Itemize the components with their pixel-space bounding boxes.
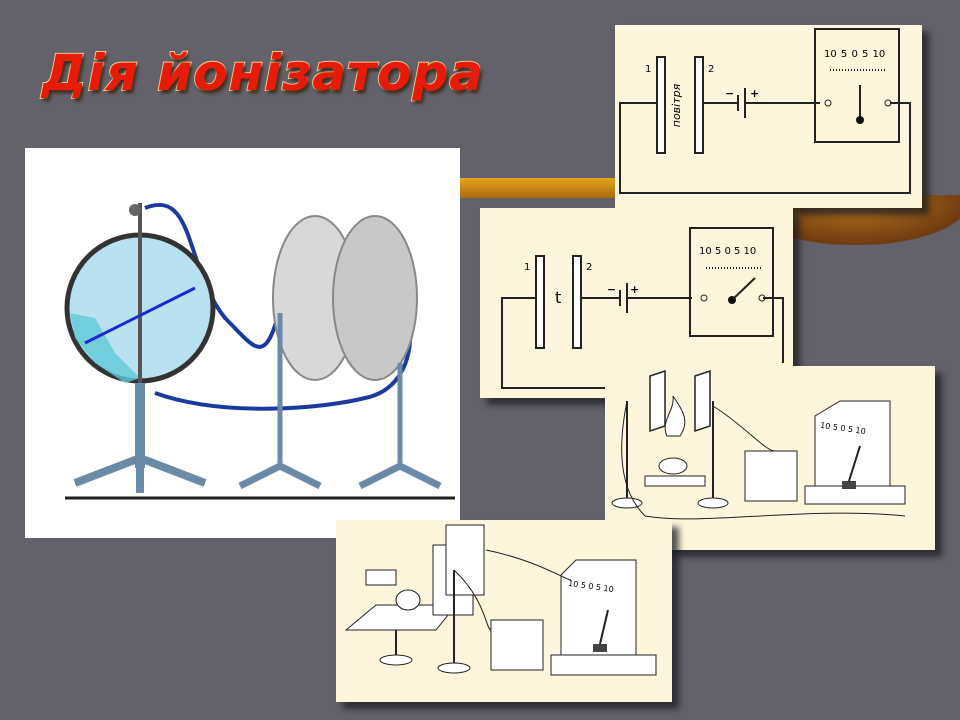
plate-1-label: 1 xyxy=(524,262,531,273)
decorative-gold-bar xyxy=(455,178,635,198)
battery-plus: + xyxy=(750,87,760,100)
circuit-air-panel: 1 2 повітря − + 10 5 0 5 10 xyxy=(615,25,922,208)
slide-title: Дія йонізатора xyxy=(41,43,484,103)
battery-plus: + xyxy=(630,283,640,296)
ionizer-setup-panel: 10 5 0 5 10 xyxy=(336,520,672,702)
gap-label: повітря xyxy=(670,83,684,128)
flame-setup-panel: 10 5 0 5 10 xyxy=(605,366,935,550)
gap-label: t xyxy=(555,288,562,307)
plate-2-label: 2 xyxy=(708,64,715,75)
plate-2-label: 2 xyxy=(586,262,593,273)
meter-scale: 10 5 0 5 10 xyxy=(824,49,886,60)
battery-minus: − xyxy=(607,283,617,296)
meter-scale: 10 5 0 5 10 xyxy=(699,246,757,257)
plate-1-label: 1 xyxy=(645,64,652,75)
battery-minus: − xyxy=(725,87,735,100)
electroscope-illustration xyxy=(25,148,460,538)
